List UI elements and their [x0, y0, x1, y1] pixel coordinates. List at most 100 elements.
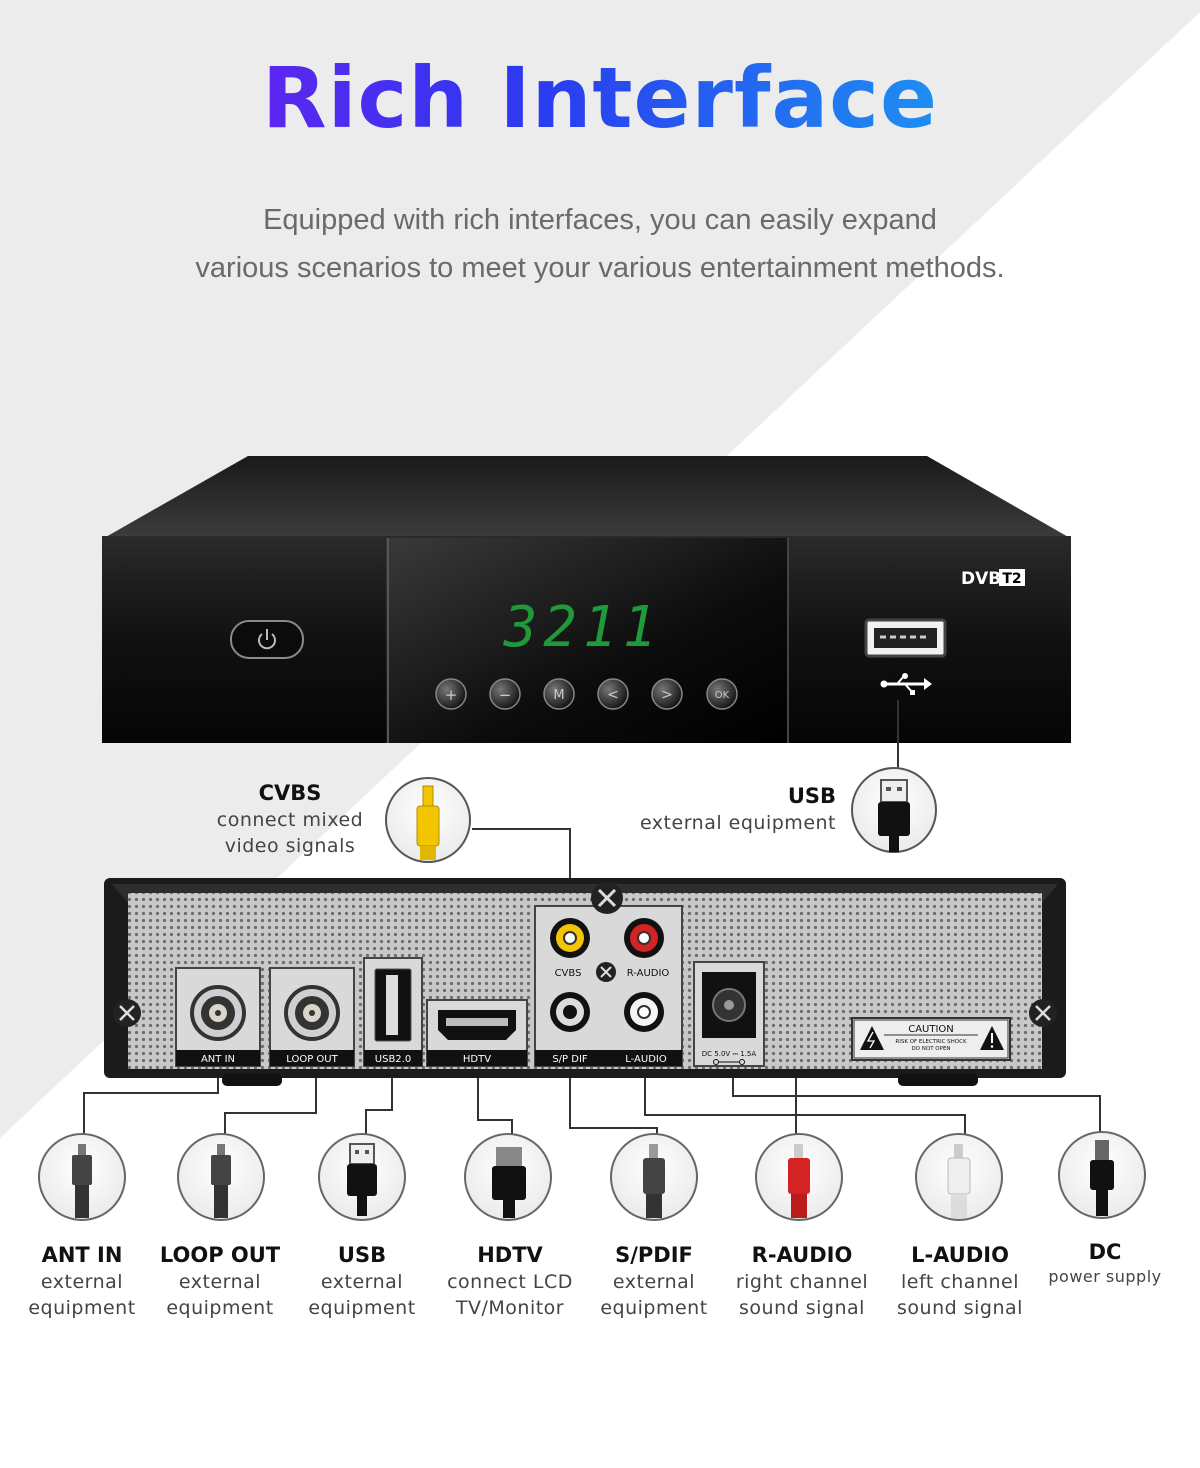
connector-desc: equipment — [166, 1297, 274, 1319]
logo-dvb: DVB — [961, 569, 1001, 589]
subtitle-line-2: various scenarios to meet your various e… — [195, 252, 1005, 284]
connector-desc: equipment — [600, 1297, 708, 1319]
connector-title: DC — [1088, 1240, 1122, 1264]
connector-title: L-AUDIO — [911, 1243, 1009, 1267]
port-label: L-AUDIO — [625, 1054, 667, 1065]
front-button-label: OK — [715, 690, 730, 701]
page-title: Rich Interface — [0, 48, 1200, 148]
r-audio-port[interactable] — [624, 918, 664, 958]
usb-icon — [880, 673, 932, 695]
front-button-label: < — [607, 687, 619, 703]
cvbs-port-label: CVBS — [555, 968, 582, 979]
usb-callout-line-1: external equipment — [639, 812, 836, 834]
dvb-t2-logo: DVB T2 — [961, 569, 1025, 589]
connector-desc: connect LCD — [447, 1271, 573, 1293]
connector-desc: external — [612, 1271, 696, 1293]
hdtv-port[interactable]: HDTV — [426, 999, 528, 1067]
spdif-plug-icon — [610, 1133, 698, 1221]
front-button-minus[interactable]: − — [489, 678, 521, 710]
front-button-label: − — [499, 686, 512, 704]
dc-label: DC 5.0V ⎓ 1.5A — [702, 1050, 757, 1058]
connector-label-ant-in: ANT IN external equipment — [12, 1241, 152, 1321]
cvbs-port[interactable] — [550, 918, 590, 958]
cvbs-plug-icon — [385, 777, 471, 863]
connector-label-l-audio: L-AUDIO left channel sound signal — [880, 1241, 1040, 1321]
usb-callout: USB external equipment — [620, 782, 836, 836]
page-subtitle: Equipped with rich interfaces, you can e… — [100, 196, 1100, 292]
usb-plug-icon — [851, 767, 937, 853]
av-port-block: CVBS R-AUDIO S/P DIF L-AUDIO — [534, 882, 683, 1067]
front-button-label: M — [553, 688, 564, 703]
caution-line-2: DO NOT OPEN — [911, 1046, 950, 1052]
connector-desc: external — [40, 1271, 124, 1293]
screw-icon — [591, 882, 623, 914]
connector-label-r-audio: R-AUDIO right channel sound signal — [722, 1241, 882, 1321]
connector-title: HDTV — [477, 1243, 543, 1267]
port-label: S/P DIF — [552, 1054, 588, 1065]
spdif-port[interactable] — [550, 992, 590, 1032]
cvbs-callout-title: CVBS — [258, 781, 322, 805]
port-label: HDTV — [463, 1054, 491, 1065]
connector-desc: equipment — [28, 1297, 136, 1319]
front-button-right[interactable]: > — [651, 678, 683, 710]
port-label: ANT IN — [201, 1054, 235, 1065]
connector-label-usb: USB external equipment — [292, 1241, 432, 1321]
front-button-ok[interactable]: OK — [706, 678, 738, 710]
cvbs-callout: CVBS connect mixed video signals — [190, 779, 390, 859]
usb-callout-title: USB — [787, 784, 836, 808]
connector-desc: power supply — [1048, 1267, 1162, 1286]
connector-desc: TV/Monitor — [455, 1297, 565, 1319]
loop-out-plug-icon — [177, 1133, 265, 1221]
box-top-surface — [104, 456, 1070, 538]
plug-circles — [38, 1131, 1146, 1221]
connector-desc: left channel — [901, 1271, 1019, 1293]
connector-desc: external — [178, 1271, 262, 1293]
connector-desc: sound signal — [739, 1297, 865, 1319]
front-button-label: > — [661, 687, 673, 703]
power-icon — [258, 629, 276, 650]
logo-t2: T2 — [1002, 571, 1021, 587]
set-top-box-rear: ANT IN LOOP OUT USB2.0 HDTV — [104, 878, 1066, 1086]
l-audio-plug-icon — [915, 1133, 1003, 1221]
front-button-left[interactable]: < — [597, 678, 629, 710]
rear-usb-port[interactable]: USB2.0 — [363, 957, 423, 1067]
connector-title: ANT IN — [41, 1243, 123, 1267]
front-buttons: + − M < > OK — [435, 678, 738, 710]
connector-label-dc: DC power supply — [1040, 1238, 1170, 1288]
connector-title: LOOP OUT — [159, 1243, 281, 1267]
connector-title: S/PDIF — [615, 1243, 693, 1267]
ant-in-port[interactable]: ANT IN — [175, 967, 261, 1067]
connector-title: R-AUDIO — [751, 1243, 853, 1267]
connector-label-spdif: S/PDIF external equipment — [584, 1241, 724, 1321]
r-audio-plug-icon — [755, 1133, 843, 1221]
connector-desc: sound signal — [897, 1297, 1023, 1319]
subtitle-line-1: Equipped with rich interfaces, you can e… — [263, 204, 937, 236]
exclamation-warning-icon — [980, 1026, 1004, 1050]
dc-plug-icon — [1058, 1131, 1146, 1219]
front-button-plus[interactable]: + — [435, 678, 467, 710]
cvbs-callout-line-1: connect mixed — [216, 809, 364, 831]
screw-icon — [1029, 999, 1057, 1027]
caution-line-1: RISK OF ELECTRIC SHOCK — [895, 1039, 967, 1045]
connector-desc: external — [320, 1271, 404, 1293]
connector-desc: right channel — [735, 1271, 869, 1293]
ant-in-plug-icon — [38, 1133, 126, 1221]
front-button-label: + — [445, 686, 458, 704]
cvbs-callout-line-2: video signals — [224, 835, 356, 857]
connector-label-loop-out: LOOP OUT external equipment — [148, 1241, 292, 1321]
caution-title: CAUTION — [908, 1024, 954, 1035]
set-top-box-front: 3211 + − M < > OK DVB T2 — [102, 456, 1071, 743]
lightning-warning-icon — [860, 1026, 884, 1050]
caution-label: CAUTION RISK OF ELECTRIC SHOCK DO NOT OP… — [851, 1017, 1011, 1061]
port-label: USB2.0 — [375, 1054, 411, 1065]
connector-title: USB — [337, 1243, 387, 1267]
dc-port[interactable]: DC 5.0V ⎓ 1.5A — [693, 961, 765, 1067]
screw-icon — [113, 999, 141, 1027]
loop-out-port[interactable]: LOOP OUT — [269, 967, 355, 1067]
l-audio-port[interactable] — [624, 992, 664, 1032]
hdmi-plug-icon — [464, 1133, 552, 1221]
front-button-menu[interactable]: M — [543, 678, 575, 710]
connector-label-hdtv: HDTV connect LCD TV/Monitor — [432, 1241, 588, 1321]
usb-plug-icon — [318, 1133, 406, 1221]
